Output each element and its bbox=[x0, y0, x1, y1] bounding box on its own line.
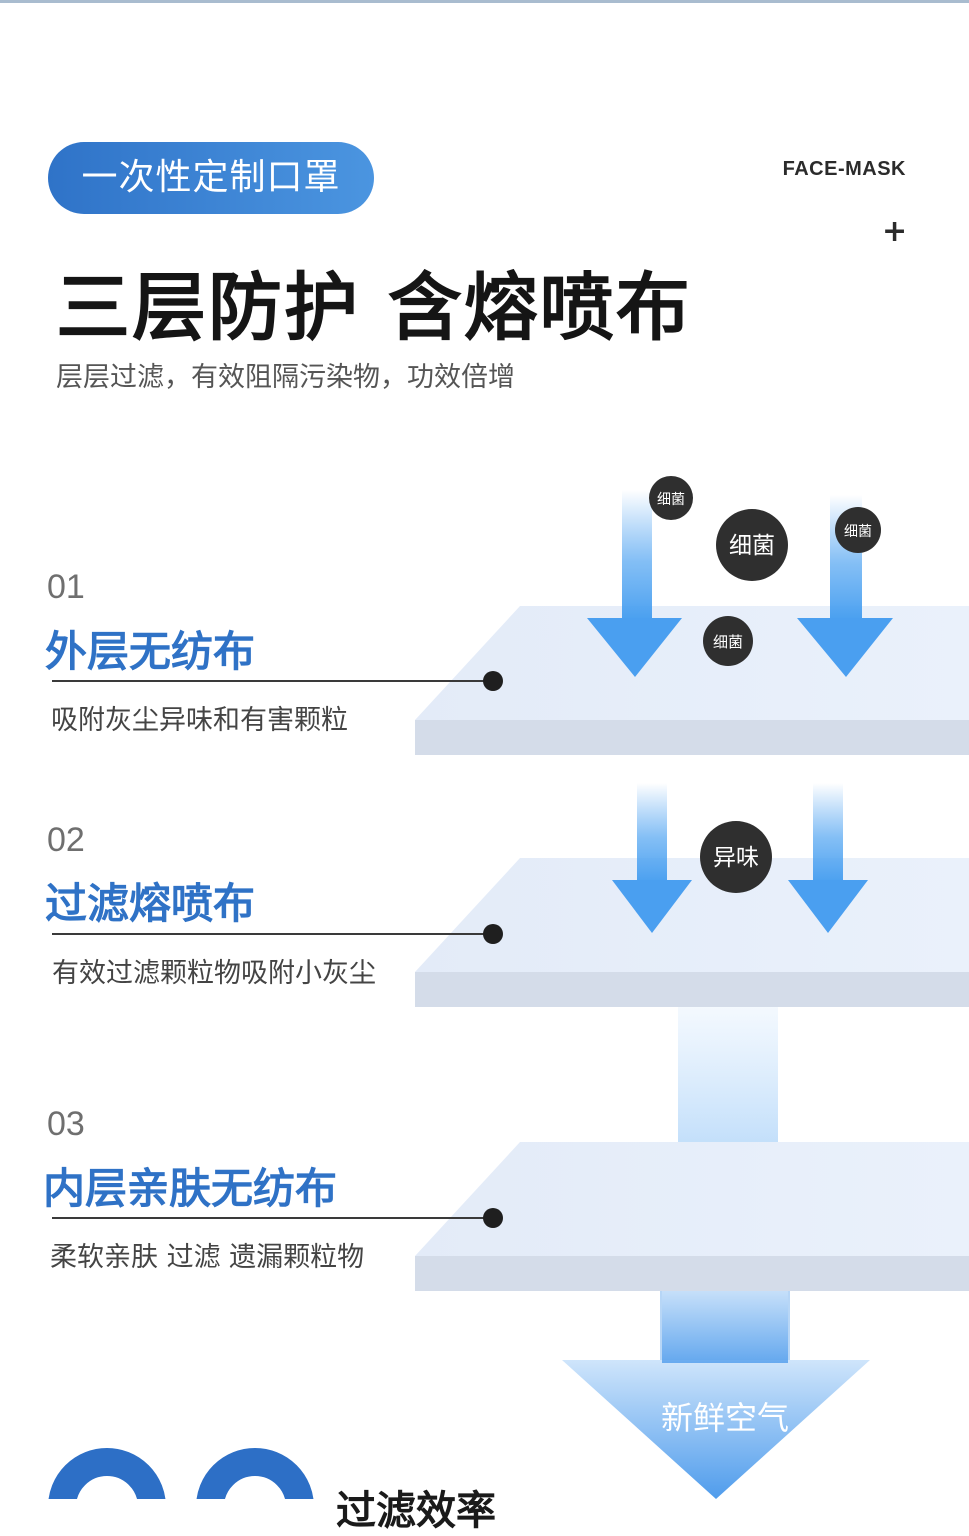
big-number-graphic bbox=[48, 1448, 318, 1499]
layer-pointer-dot bbox=[483, 1208, 503, 1228]
arrow-down-icon bbox=[788, 783, 868, 933]
top-rule bbox=[0, 0, 969, 3]
bubble-label-bacteria: 细菌 bbox=[657, 492, 685, 508]
layer-pointer-dot bbox=[483, 671, 503, 691]
ring-shape bbox=[196, 1448, 314, 1499]
layer-slab-3 bbox=[415, 1142, 969, 1291]
bubble-label-bacteria: 细菌 bbox=[713, 633, 743, 651]
layer-description: 吸附灰尘异味和有害颗粒 bbox=[51, 705, 348, 736]
bacteria-bubble: 细菌 bbox=[716, 509, 788, 581]
layer-title: 内层亲肤无纺布 bbox=[43, 1164, 338, 1213]
layer-description: 柔软亲肤 过滤 遗漏颗粒物 bbox=[50, 1242, 365, 1273]
section-title-partial: 过滤效率 bbox=[336, 1488, 496, 1534]
bacteria-bubble: 细菌 bbox=[835, 507, 881, 553]
layer-title: 外层无纺布 bbox=[45, 627, 256, 676]
bacteria-bubble: 细菌 bbox=[703, 616, 753, 666]
plus-icon: + bbox=[882, 214, 908, 249]
layer-description: 有效过滤颗粒物吸附小灰尘 bbox=[52, 958, 376, 989]
layer-number: 01 bbox=[47, 568, 85, 606]
layer-title: 过滤熔喷布 bbox=[45, 879, 256, 928]
odor-bubble: 异味 bbox=[700, 821, 772, 893]
bacteria-bubble: 细菌 bbox=[649, 476, 693, 520]
bubble-label-bacteria: 细菌 bbox=[729, 533, 775, 559]
arrow-down-icon bbox=[587, 490, 682, 677]
fresh-air-label: 新鲜空气 bbox=[660, 1399, 789, 1437]
air-flow-shaft bbox=[678, 1005, 778, 1150]
layer-slab-2 bbox=[415, 858, 969, 1007]
arrow-down-icon bbox=[612, 783, 692, 933]
product-type-pill: 一次性定制口罩 bbox=[48, 142, 374, 214]
ring-shape bbox=[48, 1448, 166, 1499]
layer-diagram: 细菌 细菌 细菌 细菌 异味 bbox=[415, 476, 969, 1499]
layer-number: 02 bbox=[47, 821, 85, 859]
layer-divider bbox=[52, 933, 492, 935]
layer-divider bbox=[52, 1217, 492, 1219]
page-title: 三层防护 含熔喷布 bbox=[56, 265, 692, 351]
layer-pointer-dot bbox=[483, 924, 503, 944]
layer-divider bbox=[52, 680, 492, 682]
page-subtitle: 层层过滤，有效阻隔污染物，功效倍增 bbox=[56, 362, 515, 393]
bubble-label-odor: 异味 bbox=[713, 845, 759, 871]
brand-label: FACE-MASK bbox=[782, 158, 906, 180]
fresh-air-arrow bbox=[562, 1288, 870, 1499]
layer-number: 03 bbox=[47, 1105, 85, 1143]
bubble-label-bacteria: 细菌 bbox=[844, 524, 872, 540]
